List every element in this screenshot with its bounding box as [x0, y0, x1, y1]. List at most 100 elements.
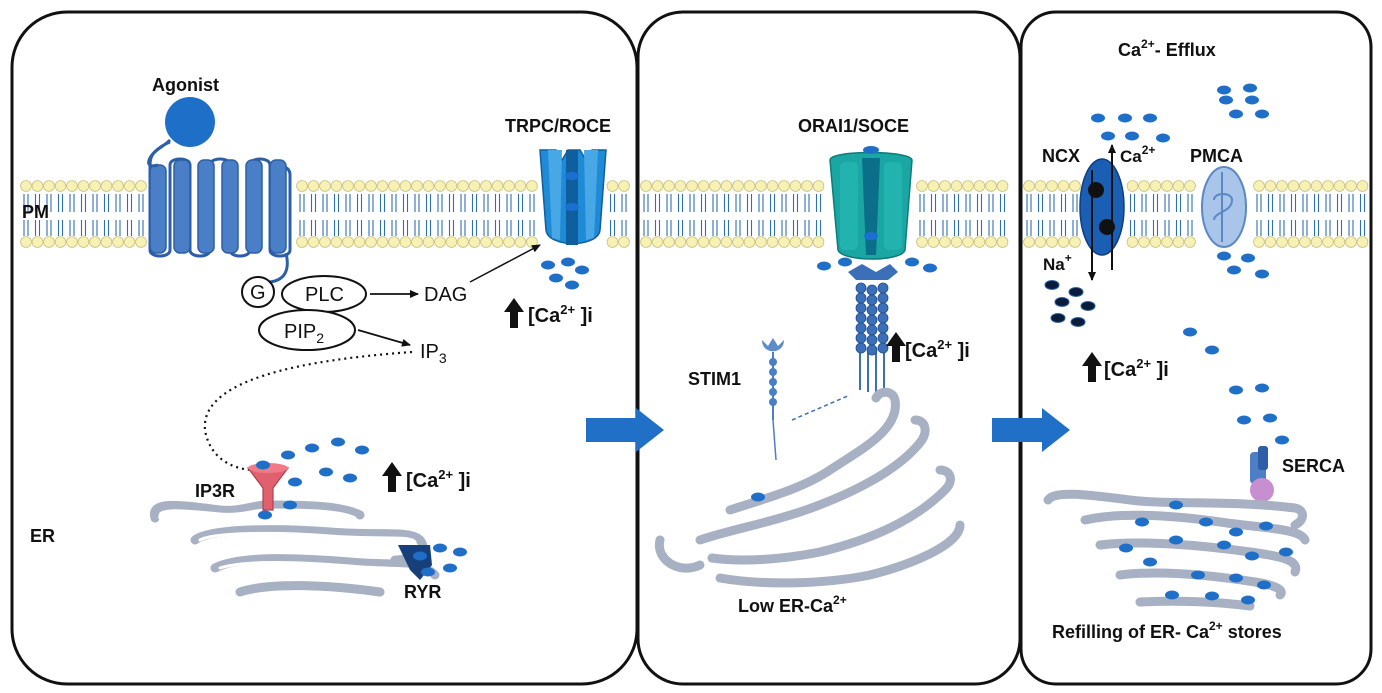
- stim1-bead: [855, 292, 867, 304]
- lipid-tail: [448, 194, 455, 236]
- calcium-ion: [1245, 95, 1259, 105]
- lipid-head: [307, 180, 320, 192]
- stim1-bead: [866, 304, 878, 316]
- calcium-ion: [1156, 133, 1170, 143]
- lipid-head: [319, 180, 331, 192]
- dag-to-trpc-arrow: [469, 244, 541, 283]
- lipid-head: [778, 236, 790, 248]
- lipid-head: [31, 236, 44, 248]
- lipid-head: [89, 236, 101, 248]
- lipid-head: [996, 236, 1009, 248]
- stim1-bead: [866, 334, 878, 346]
- lipid-tail: [689, 194, 695, 236]
- lipid-head: [1046, 180, 1058, 192]
- lipid-head: [296, 236, 308, 248]
- lipid-head: [950, 180, 963, 192]
- gpcr-receptor: [147, 138, 292, 284]
- calcium-ion: [1143, 557, 1157, 567]
- lipid-head: [1184, 180, 1196, 192]
- lipid-head: [801, 236, 813, 248]
- agonist-ball: [165, 97, 215, 147]
- lipid-head: [985, 236, 997, 248]
- lipid-head: [399, 180, 412, 192]
- calcium-ion: [319, 467, 333, 477]
- stim1-bead: [866, 314, 878, 326]
- lipid-head: [1034, 180, 1047, 192]
- lipid-tail: [402, 194, 409, 236]
- calcium-ion: [1279, 547, 1293, 557]
- sodium-ion: [1080, 301, 1096, 311]
- lipid-head: [457, 236, 469, 248]
- g-protein: [241, 276, 275, 308]
- lipid-tail: [769, 194, 776, 236]
- lipid-tail: [1026, 194, 1032, 236]
- calcium-ion: [1169, 535, 1183, 545]
- lipid-head: [916, 236, 928, 248]
- serca-label: SERCA: [1282, 456, 1345, 476]
- transition-arrow-1: [586, 408, 664, 452]
- calcium-ion: [1169, 500, 1183, 510]
- stim1-bead: [855, 332, 867, 344]
- lipid-head: [43, 236, 55, 248]
- lipid-head: [1172, 180, 1185, 192]
- lipid-head: [663, 180, 675, 192]
- lipid-tail: [1256, 194, 1262, 236]
- lipid-head: [1149, 180, 1162, 192]
- lipid-head: [330, 236, 343, 248]
- ca-increase-arrow-right: [1082, 352, 1102, 382]
- stim1-bead: [855, 312, 867, 324]
- lipid-tail: [965, 194, 971, 236]
- calcium-ion: [1227, 265, 1241, 275]
- lipid-head: [66, 180, 78, 192]
- lipid-head: [1149, 236, 1162, 248]
- lipid-head: [697, 180, 710, 192]
- lipid-tail: [942, 194, 948, 236]
- lipid-head: [985, 180, 997, 192]
- lipid-head: [491, 236, 504, 248]
- lipid-head: [1345, 236, 1357, 248]
- lipid-tail: [460, 194, 466, 236]
- lipid-tail: [654, 194, 661, 236]
- dag-label: DAG: [424, 284, 467, 306]
- calcium-ion: [305, 443, 319, 453]
- calcium-ion: [838, 257, 852, 267]
- lipid-head: [973, 236, 986, 248]
- lipid-tail: [804, 194, 810, 236]
- pmca-pump: [1201, 166, 1247, 248]
- calcium-ion: [1217, 251, 1231, 261]
- lipid-head: [732, 180, 744, 192]
- ca-i-right-label: [Ca2+ ]i: [1104, 356, 1169, 381]
- lipid-head: [353, 180, 366, 192]
- lipid-head: [1322, 180, 1334, 192]
- lipid-head: [962, 236, 974, 248]
- calcium-ion: [1245, 551, 1259, 561]
- calcium-ion: [1229, 385, 1243, 395]
- lipid-head: [296, 180, 308, 192]
- lipid-head: [353, 236, 366, 248]
- lipid-head: [526, 236, 538, 248]
- calcium-ion: [817, 261, 831, 271]
- lipid-head: [755, 236, 767, 248]
- lipid-head: [1310, 180, 1323, 192]
- lipid-head: [422, 236, 435, 248]
- lipid-head: [457, 180, 469, 192]
- lipid-tail: [815, 194, 822, 236]
- trpc-label: TRPC/ROCE: [505, 116, 611, 136]
- lipid-head: [709, 180, 721, 192]
- lipid-head: [732, 236, 744, 248]
- lipid-head: [1138, 180, 1150, 192]
- lipid-head: [1057, 180, 1070, 192]
- lipid-tail: [379, 194, 386, 236]
- orai-channel: [829, 146, 913, 260]
- calcium-ion: [283, 500, 297, 510]
- calcium-ion: [565, 280, 579, 290]
- lipid-head: [973, 180, 986, 192]
- lipid-head: [606, 236, 619, 248]
- er-label: ER: [30, 526, 55, 546]
- lipid-tail: [919, 194, 925, 236]
- lipid-head: [1126, 236, 1139, 248]
- agonist-label: Agonist: [152, 75, 219, 95]
- lipid-head: [1345, 180, 1357, 192]
- lipid-head: [1287, 180, 1300, 192]
